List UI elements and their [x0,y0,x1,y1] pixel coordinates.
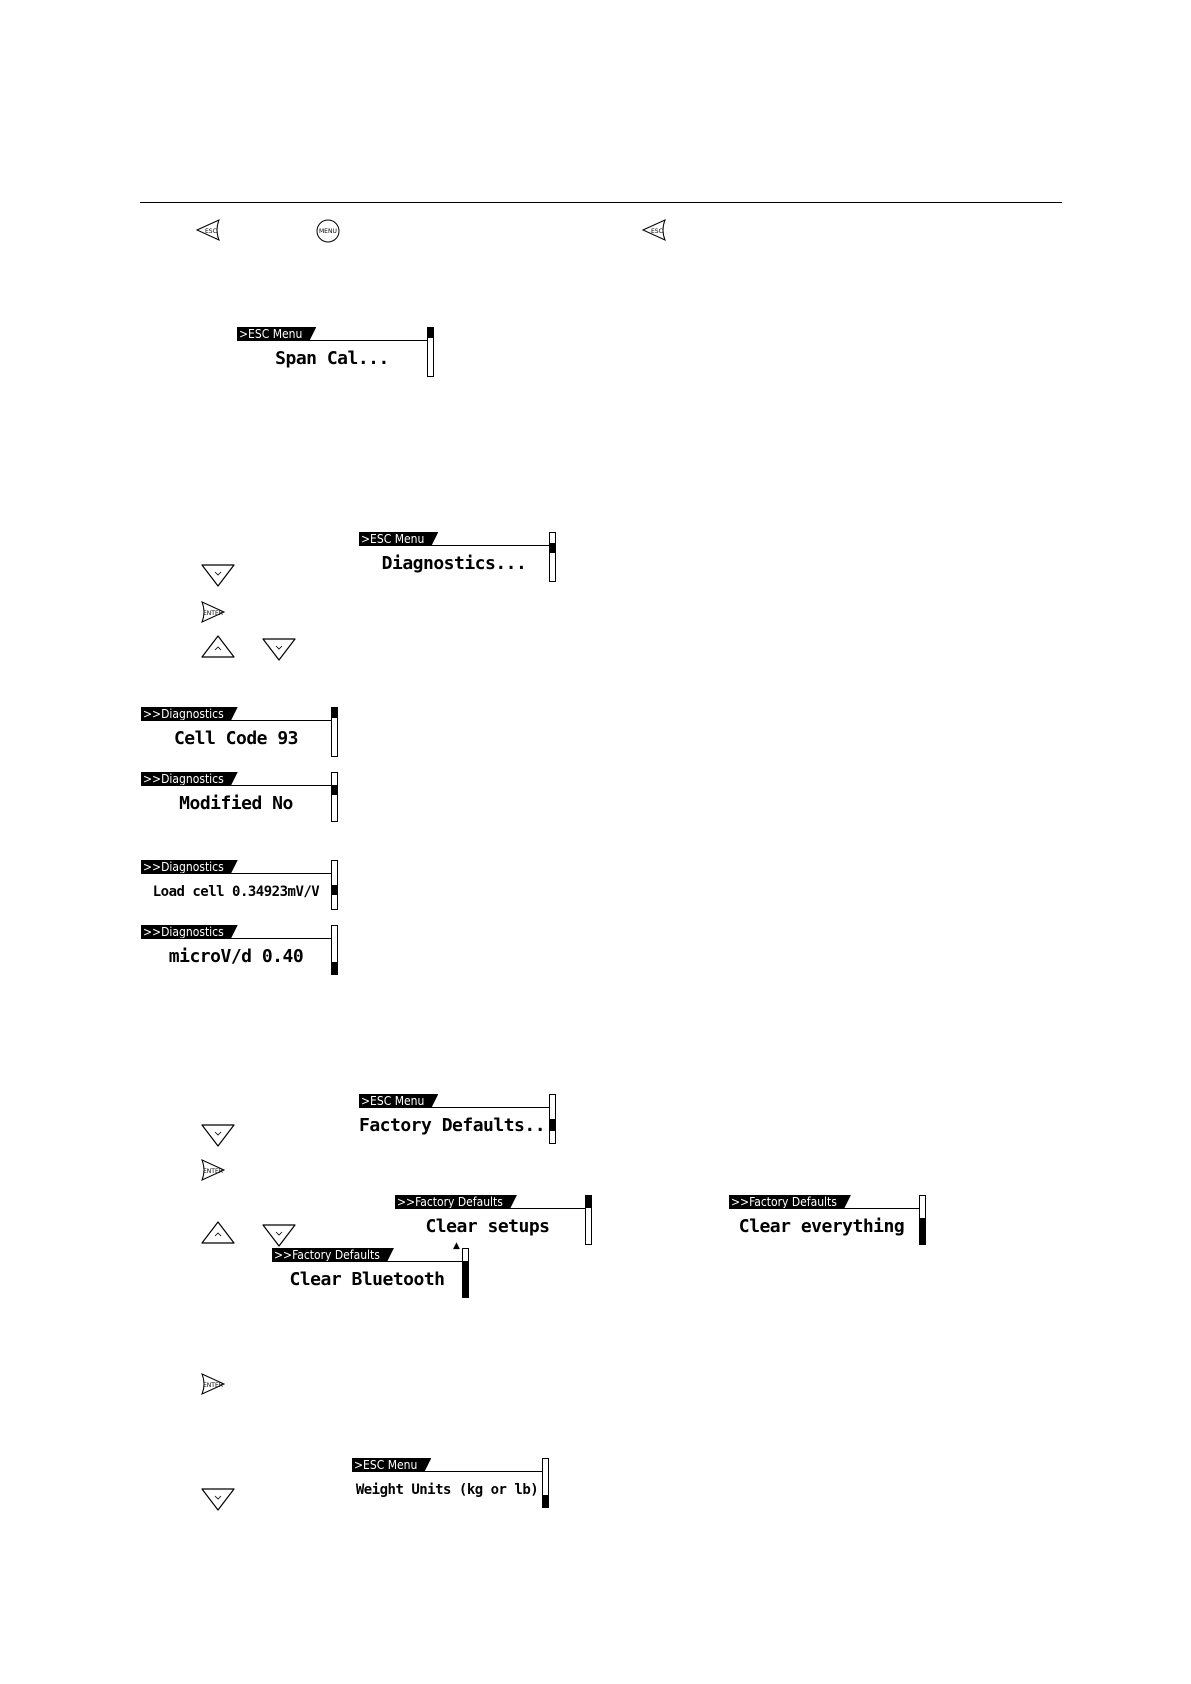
down-arrow-key-icon [200,1122,236,1148]
svg-text:ENTER: ENTER [203,1168,223,1175]
lcd-value: Modified No [179,793,293,814]
lcd-tab: >>Diagnostics [141,707,238,721]
lcd-value: Load cell 0.34923mV/V [152,884,320,900]
lcd-value: microV/d 0.40 [168,946,304,967]
lcd-scrollbar [331,772,338,822]
lcd-screen-factory-defaults: >ESC Menu Factory Defaults... [359,1094,559,1146]
lcd-value: Clear setups [425,1216,550,1237]
lcd-tab: >>Factory Defaults [729,1195,851,1209]
lcd-value: Span Cal... [275,348,389,369]
svg-text:ENTER: ENTER [203,1382,223,1389]
svg-text:ESC: ESC [651,228,663,235]
lcd-screen-clear-setups: >>Factory Defaults Clear setups [395,1195,595,1247]
lcd-tab: >>Diagnostics [141,772,238,786]
lcd-screen-clear-bluetooth: >>Factory Defaults ▲ Clear Bluetooth [272,1242,472,1300]
lcd-tab: >>Factory Defaults [272,1248,394,1262]
lcd-scrollbar [585,1195,592,1245]
menu-key-icon: MENU [315,218,341,244]
enter-key-icon: ENTER [200,600,226,624]
esc-key-icon: ESC [641,218,667,242]
svg-text:MENU: MENU [319,228,337,235]
enter-key-icon: ENTER [200,1372,226,1396]
lcd-value: Factory Defaults... [359,1115,556,1136]
lcd-scrollbar [462,1248,469,1298]
lcd-tab: >ESC Menu [237,327,316,341]
down-arrow-key-icon [200,1486,236,1512]
lcd-scrollbar [549,1094,556,1144]
up-arrow-key-icon [200,1220,236,1246]
lcd-tab: >>Diagnostics [141,925,238,939]
lcd-value: Weight Units (kg or lb) [355,1482,539,1498]
lcd-tab: >ESC Menu [359,1094,438,1108]
lcd-scrollbar [331,860,338,910]
lcd-screen-clear-everything: >>Factory Defaults Clear everything [729,1195,929,1247]
lcd-tab: >ESC Menu [352,1458,431,1472]
lcd-screen-span-cal: >ESC Menu Span Cal... [237,327,437,379]
lcd-scrollbar [549,532,556,582]
svg-text:ENTER: ENTER [203,610,223,617]
down-arrow-key-icon [261,636,297,662]
lcd-scrollbar [542,1458,549,1508]
lcd-screen-diagnostics: >ESC Menu Diagnostics... [359,532,559,584]
lcd-scrollbar [331,925,338,975]
lcd-screen-cell-code: >>Diagnostics Cell Code 93 [141,707,341,759]
esc-key-icon: ESC [195,218,221,242]
lcd-screen-weight-units: >ESC Menu Weight Units (kg or lb) [352,1458,552,1510]
lcd-tab: >ESC Menu [359,532,438,546]
up-arrow-key-icon [200,634,236,660]
lcd-scrollbar [331,707,338,757]
lcd-scrollbar [427,327,434,377]
lcd-value: Clear everything [738,1216,905,1237]
down-arrow-key-icon [200,562,236,588]
svg-text:ESC: ESC [205,228,217,235]
lcd-screen-modified: >>Diagnostics Modified No [141,772,341,824]
lcd-tab: >>Diagnostics [141,860,238,874]
lcd-value: Cell Code 93 [173,728,299,749]
scroll-up-indicator-icon: ▲ [453,1241,460,1251]
down-arrow-key-icon [261,1222,297,1248]
enter-key-icon: ENTER [200,1158,226,1182]
lcd-value: Diagnostics... [381,553,527,574]
lcd-value: Clear Bluetooth [289,1269,445,1290]
header-rule [140,202,1062,203]
lcd-screen-microv: >>Diagnostics microV/d 0.40 [141,925,341,977]
lcd-screen-load-cell: >>Diagnostics Load cell 0.34923mV/V [141,860,341,912]
lcd-tab: >>Factory Defaults [395,1195,517,1209]
lcd-scrollbar [919,1195,926,1245]
